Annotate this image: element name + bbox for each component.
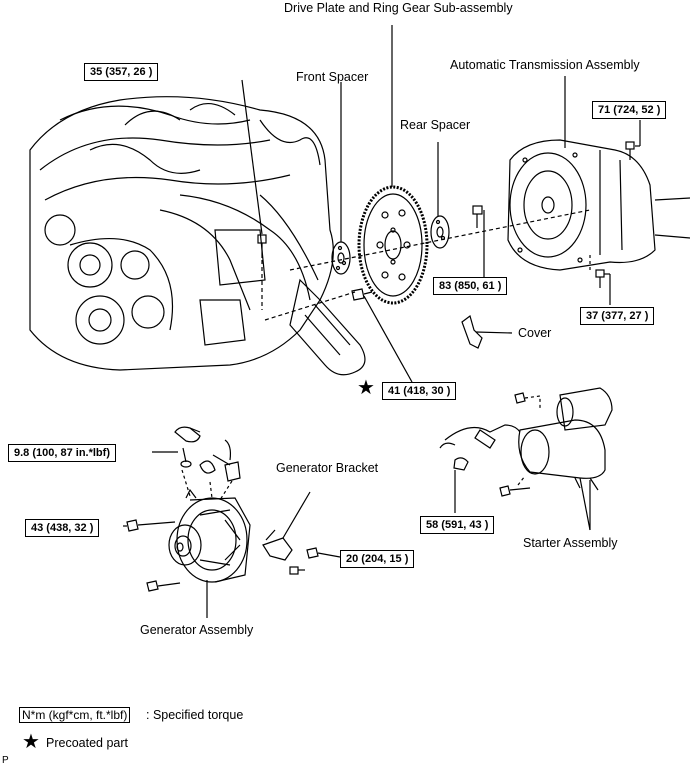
transmission-drawing [507,76,690,271]
terminal-parts [152,426,241,501]
bolt-43 [123,519,176,532]
label-front-spacer: Front Spacer [296,70,369,84]
front-spacer-drawing [331,82,351,275]
drive-plate-drawing [357,25,429,305]
label-generator-bracket: Generator Bracket [276,461,379,475]
torque-43: 43 (438, 32 ) [25,519,100,537]
label-cover: Cover [518,326,552,340]
torque-41: 41 (418, 30 ) [382,382,457,400]
bolt-20 [289,547,341,575]
legend-star-icon: ★ [22,731,40,753]
torque-58: 58 (591, 43 ) [420,516,495,534]
label-drive-plate: Drive Plate and Ring Gear Sub-assembly [284,1,513,15]
label-automatic-transmission: Automatic Transmission Assembly [450,58,640,72]
torque-35: 35 (357, 26 ) [84,63,159,81]
bolt-71 [625,120,641,160]
bolt-35 [241,79,267,310]
torque-83: 83 (850, 61 ) [433,277,508,295]
bolt-37 [589,255,611,305]
engine-drawing [29,96,366,376]
torque-9-8: 9.8 (100, 87 in.*lbf) [8,444,116,462]
cover-drawing [461,314,513,349]
legend-torque-unit: N*m (kgf*cm, ft.*lbf) [19,707,131,723]
label-rear-spacer: Rear Spacer [400,118,471,132]
precoated-star-icon: ★ [357,377,375,399]
generator-drawing [168,488,251,618]
corner-mark: P [2,755,9,766]
torque-20: 20 (204, 15 ) [340,550,415,568]
bolt-83 [472,205,485,277]
legend-precoated: Precoated part [46,736,128,750]
legend-torque-desc: : Specified torque [146,708,244,722]
torque-71: 71 (724, 52 ) [592,101,667,119]
generator-bracket-drawing [262,491,311,561]
torque-37: 37 (377, 27 ) [580,307,655,325]
label-starter-assembly: Starter Assembly [523,536,618,550]
starter-drawing [439,387,613,531]
label-generator-assembly: Generator Assembly [140,623,254,637]
bolt-41 [351,288,413,383]
rear-spacer-drawing [430,142,450,249]
